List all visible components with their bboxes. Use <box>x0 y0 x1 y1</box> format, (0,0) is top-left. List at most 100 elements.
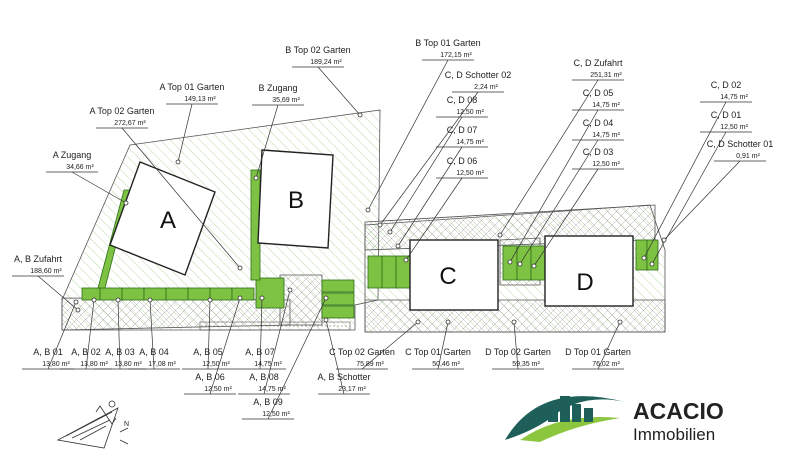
leader-dot <box>237 265 243 271</box>
leader-line <box>509 109 624 263</box>
area-label-ab_schotter: A, B Schotter 23,17 m² <box>317 317 371 395</box>
leader-line <box>238 289 291 395</box>
leader-line <box>389 116 488 233</box>
area-name: B Top 02 Garten <box>285 45 350 55</box>
leader-line <box>533 168 624 267</box>
area-value: 12,50 m² <box>202 361 230 368</box>
area-label-a_top01: A Top 01 Garten 149,13 m² <box>160 82 225 165</box>
area-value: 23,17 m² <box>338 386 366 393</box>
area-label-ab08: A, B 08 14,75 m² <box>238 287 293 395</box>
area-value: 14,75 m² <box>720 94 748 101</box>
area-name: C, D 04 <box>583 118 614 128</box>
area-name: A, B 08 <box>249 372 279 382</box>
building-c: C <box>409 239 499 311</box>
leader-line <box>292 66 361 116</box>
leader-dot <box>123 200 129 206</box>
leader-dot <box>323 317 329 323</box>
area-name: A, B Schotter <box>317 372 370 382</box>
area-name: A, B 02 <box>71 347 101 357</box>
leader-dot <box>73 299 79 305</box>
area-name: A, B 03 <box>105 347 135 357</box>
leader-line <box>128 299 180 370</box>
leader-dot <box>287 287 293 293</box>
leader-dot <box>259 295 265 301</box>
logo-subtitle: Immobilien <box>633 425 715 444</box>
area-value: 188,60 m² <box>30 268 62 275</box>
leader-dot <box>497 232 503 238</box>
leader-dot <box>531 263 537 269</box>
building-b: B <box>257 149 334 249</box>
area-value: 149,13 m² <box>184 96 216 103</box>
leader-line <box>367 59 474 211</box>
leader-dot <box>641 255 647 261</box>
area-value: 35,69 m² <box>272 97 300 104</box>
leader-dot <box>517 261 523 267</box>
leader-line <box>499 79 624 236</box>
leader-line <box>318 319 370 395</box>
leader-dot <box>91 297 97 303</box>
area-value: 12,50 m² <box>456 109 484 116</box>
area-value: 12,50 m² <box>456 170 484 177</box>
area-label-cd06: C, D 06 12,50 m² <box>403 156 488 263</box>
leader-dot <box>365 207 371 213</box>
area-value: 189,24 m² <box>310 59 342 66</box>
leader-line <box>336 321 419 370</box>
area-value: 2,24 m² <box>474 84 498 91</box>
area-name: C, D 02 <box>711 80 742 90</box>
leader-dot <box>617 319 623 325</box>
area-value: 12,50 m² <box>262 411 290 418</box>
area-label-cd03: C, D 03 12,50 m² <box>531 147 624 269</box>
area-label-cd_zufahrt: C, D Zufahrt 251,31 m² <box>497 58 624 238</box>
leader-line <box>519 139 624 265</box>
area-value: 12,50 m² <box>592 161 620 168</box>
leader-line <box>252 104 304 179</box>
area-name: A, B 05 <box>193 347 223 357</box>
area-name: A Top 01 Garten <box>160 82 225 92</box>
acacio-logo: ACACIO Immobilien <box>505 396 724 444</box>
area-name: A, B 09 <box>253 397 283 407</box>
area-name: C, D 03 <box>583 147 614 157</box>
leader-line <box>643 101 752 259</box>
leader-dot <box>237 295 243 301</box>
area-value: 59,35 m² <box>512 361 540 368</box>
area-name: A, B 01 <box>33 347 63 357</box>
leader-line <box>572 321 624 370</box>
svg-text:A: A <box>160 207 176 234</box>
logo-title: ACACIO <box>633 398 724 424</box>
area-name: C, D 06 <box>447 156 478 166</box>
leader-line <box>182 299 234 370</box>
area-label-cd_schotter01: C, D Schotter 010,91 m² <box>661 139 773 243</box>
leader-dot <box>175 159 181 165</box>
area-label-ab_zufahrt: A, B Zufahrt 188,60 m² <box>12 254 81 313</box>
area-value: 251,31 m² <box>590 72 622 79</box>
svg-text:C: C <box>439 263 456 290</box>
area-value: 14,75 m² <box>592 102 620 109</box>
area-value: 13,80 m² <box>80 361 108 368</box>
leader-dot <box>207 297 213 303</box>
leader-line <box>397 146 488 247</box>
leader-dot <box>649 261 655 267</box>
building-d: D <box>544 235 634 307</box>
area-label-cd_schotter02: C, D Schotter 022,24 m² <box>377 70 511 228</box>
leader-dot <box>395 243 401 249</box>
area-name: C, D Zufahrt <box>573 58 623 68</box>
area-value: 272,67 m² <box>114 120 146 127</box>
area-value: 12,50 m² <box>204 386 232 393</box>
area-value: 13,80 m² <box>42 361 70 368</box>
leader-dot <box>115 297 121 303</box>
area-value: 14,75 m² <box>254 361 282 368</box>
leader-dot <box>415 319 421 325</box>
leader-dot <box>377 222 383 228</box>
area-name: A, B Zufahrt <box>14 254 63 264</box>
area-value: 12,50 m² <box>720 124 748 131</box>
